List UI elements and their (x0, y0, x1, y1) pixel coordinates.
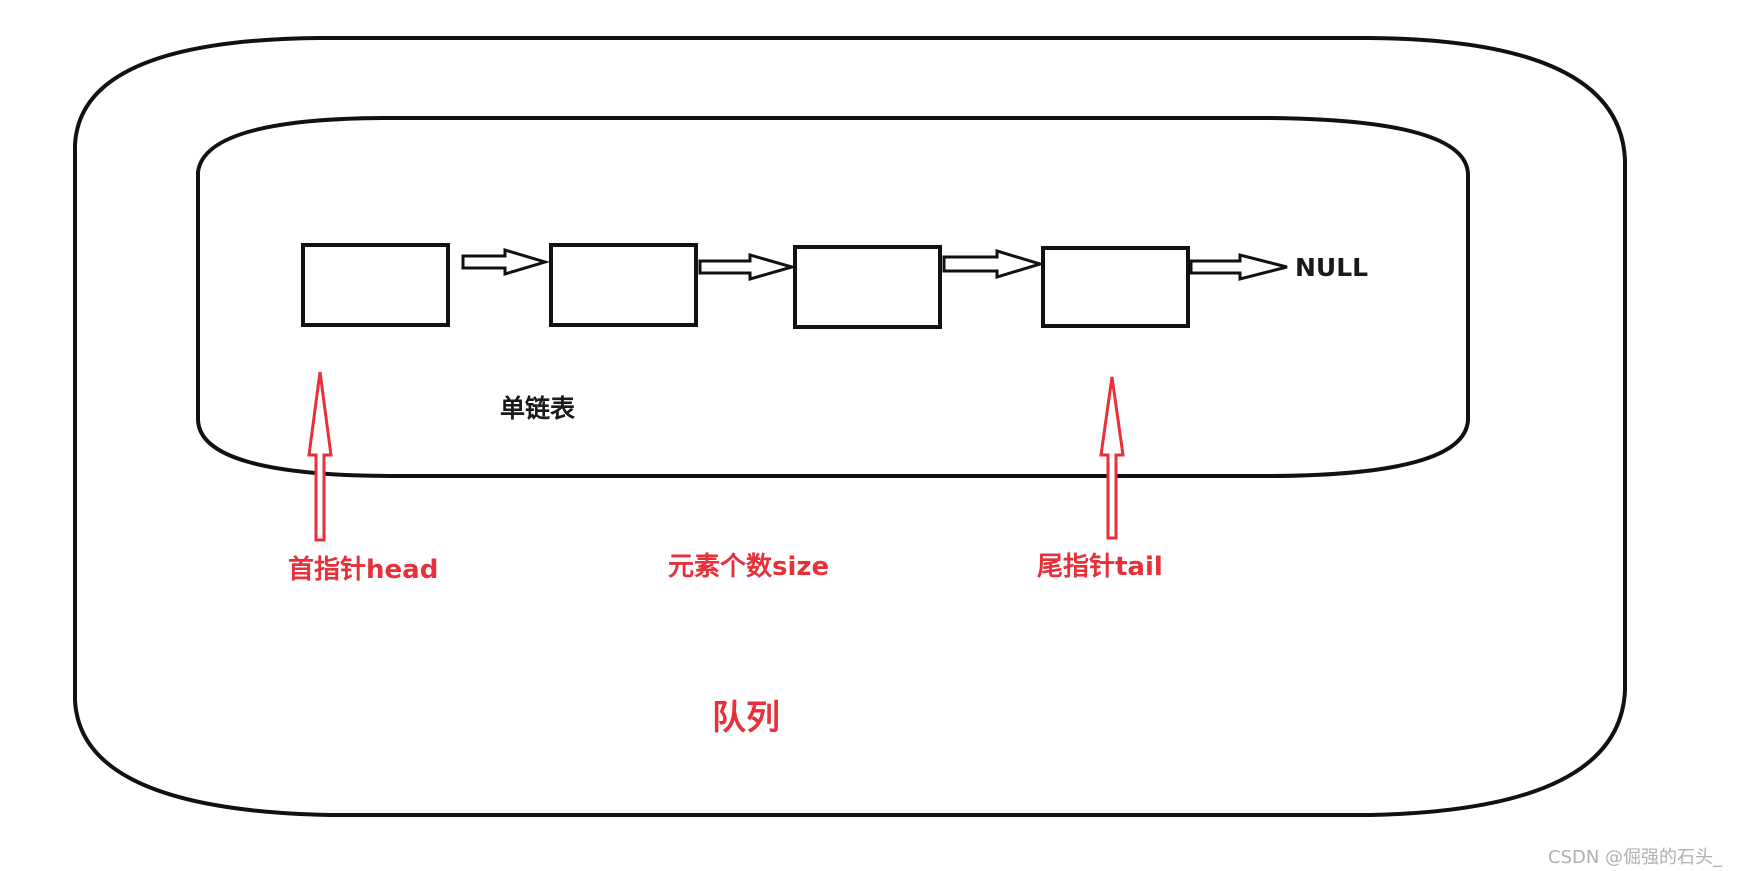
list-node-1 (301, 243, 450, 327)
linked-list-outline (196, 116, 1470, 478)
link-arrow-3 (942, 248, 1046, 280)
watermark: CSDN @倔强的石头_ (1548, 847, 1723, 868)
head-pointer-label: 首指针head (288, 555, 439, 585)
queue-outline (73, 36, 1627, 817)
head-pointer-arrow (307, 371, 333, 542)
list-node-4 (1041, 246, 1190, 328)
list-node-3 (793, 245, 942, 329)
list-node-2 (549, 243, 698, 327)
queue-label: 队列 (712, 698, 780, 738)
size-label: 元素个数size (668, 552, 830, 582)
tail-pointer-label: 尾指针tail (1037, 552, 1163, 582)
linked-list-label: 单链表 (500, 394, 576, 423)
null-label: NULL (1295, 253, 1369, 282)
link-arrow-null (1189, 253, 1288, 281)
tail-pointer-arrow (1099, 376, 1125, 540)
link-arrow-2 (698, 253, 798, 281)
link-arrow-1 (461, 247, 551, 277)
